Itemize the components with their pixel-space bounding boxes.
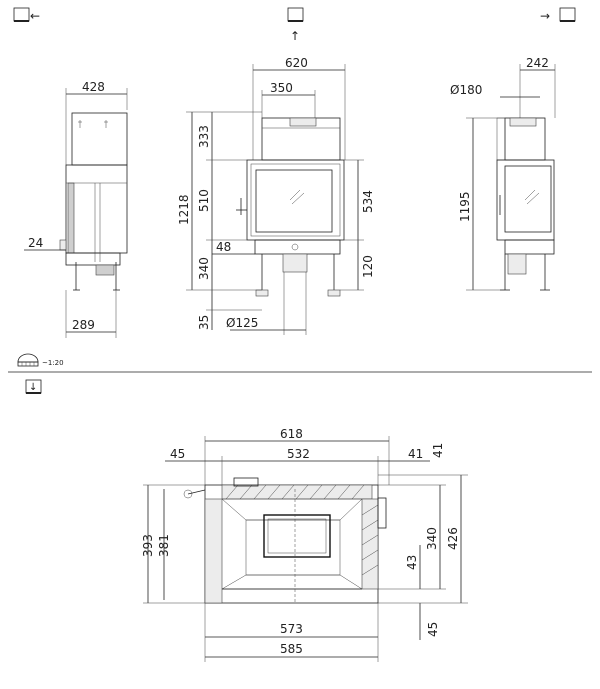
dim-24: 24 — [28, 236, 43, 250]
dim-340: 340 — [197, 257, 211, 280]
front-view: 620 350 Ø125 — [177, 56, 375, 335]
dim-45-bottom: 45 — [426, 622, 440, 637]
dim-48: 48 — [216, 240, 231, 254]
dim-242: 242 — [526, 56, 549, 70]
dim-41-vertical: 41 — [431, 443, 445, 458]
dim-289: 289 — [72, 318, 95, 332]
dim-585: 585 — [280, 642, 303, 656]
dim-618: 618 — [280, 427, 303, 441]
dim-381: 381 — [157, 534, 171, 557]
top-plan-view: 618 45 532 41 41 — [141, 427, 468, 662]
dim-333: 333 — [197, 125, 211, 148]
dim-35: 35 — [197, 315, 211, 330]
dim-340-plan: 340 — [425, 527, 439, 550]
view-from-right-icon — [559, 7, 576, 22]
dim-510: 510 — [197, 189, 211, 212]
dim-426: 426 — [446, 527, 460, 550]
dim-flue-180: Ø180 — [450, 83, 482, 97]
scale-label: ~1:20 — [42, 359, 64, 367]
dim-532: 532 — [287, 447, 310, 461]
right-side-view: 242 Ø180 1195 — [450, 56, 556, 291]
view-from-top-icon — [25, 379, 42, 394]
dim-350: 350 — [270, 81, 293, 95]
scale-ruler-icon — [17, 353, 39, 367]
view-from-front-icon — [287, 7, 304, 22]
dim-620: 620 — [285, 56, 308, 70]
dim-43: 43 — [405, 555, 419, 570]
view-top-arrow: ↓ — [29, 382, 37, 393]
dim-1218: 1218 — [177, 194, 191, 225]
view-left-arrow: ← — [30, 9, 40, 23]
view-from-left-icon — [13, 7, 30, 22]
dim-428: 428 — [82, 80, 105, 94]
dim-534: 534 — [361, 190, 375, 213]
left-side-view: 428 24 289 — [24, 80, 128, 338]
dim-573: 573 — [280, 622, 303, 636]
view-front-arrow: ↑ — [290, 29, 300, 43]
dim-pipe-125: Ø125 — [226, 316, 258, 330]
dim-393: 393 — [141, 534, 155, 557]
dim-1195: 1195 — [458, 191, 472, 222]
view-right-arrow: → — [540, 9, 550, 23]
dim-41-horizontal: 41 — [408, 447, 423, 461]
dim-120: 120 — [361, 255, 375, 278]
dim-45-top: 45 — [170, 447, 185, 461]
